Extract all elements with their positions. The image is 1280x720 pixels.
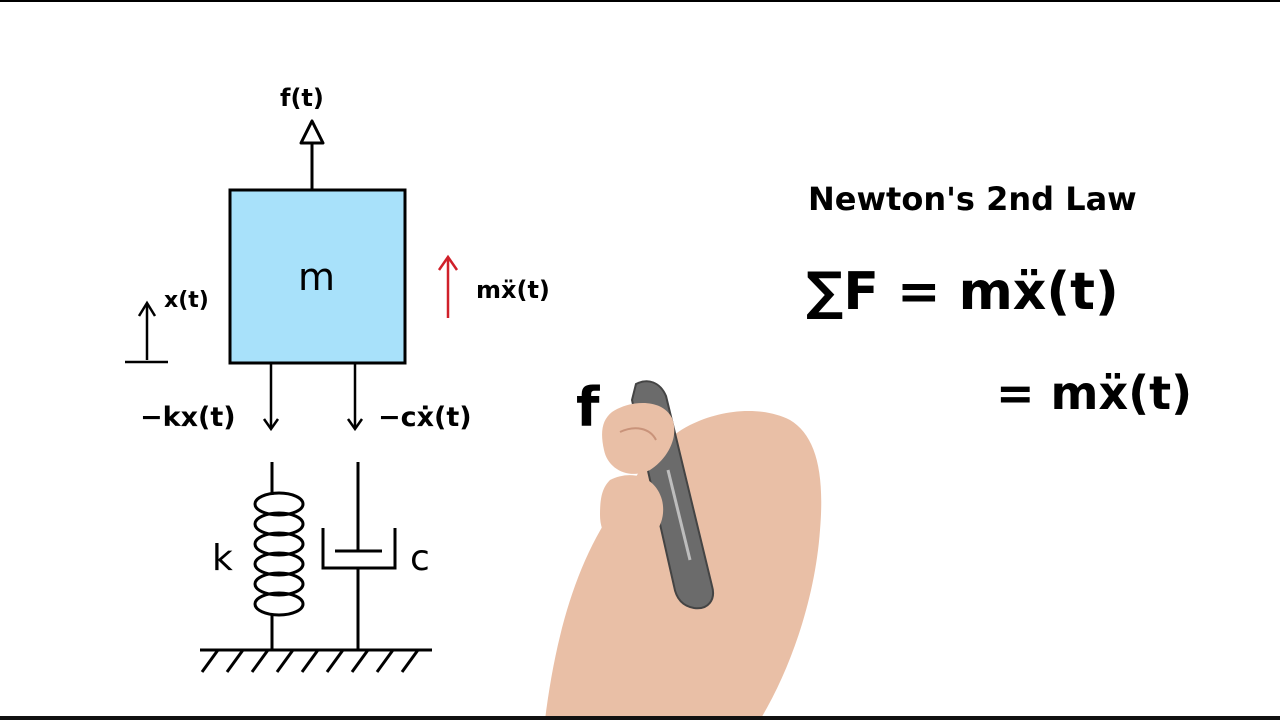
displacement-label: x(t) [164, 288, 209, 313]
equation-line-1: ∑F = mẍ(t) [806, 262, 1119, 322]
hand-with-marker [545, 380, 822, 720]
equation-line-2: = mẍ(t) [996, 366, 1193, 420]
equation-in-progress: f [576, 376, 600, 439]
top-border [0, 0, 1280, 2]
bottom-border [0, 716, 1280, 720]
inertia-arrow [437, 254, 459, 318]
mass-block [228, 188, 407, 365]
inertia-label: mẍ(t) [476, 276, 550, 304]
damper-force-label: −cẋ(t) [378, 402, 472, 433]
spring-force-label: −kx(t) [140, 402, 236, 433]
ground [200, 648, 432, 673]
force-label: f(t) [280, 84, 324, 112]
mass-label: m [298, 255, 336, 299]
equations-title: Newton's 2nd Law [808, 180, 1137, 218]
spring [253, 462, 305, 650]
applied-force-arrow [299, 119, 325, 190]
damper-force-arrow [346, 364, 364, 432]
damping-coefficient-label: c [410, 538, 430, 579]
spring-force-arrow [262, 364, 280, 432]
spring-constant-label: k [212, 538, 233, 579]
damper [321, 462, 397, 650]
displacement-arrow [125, 300, 168, 364]
